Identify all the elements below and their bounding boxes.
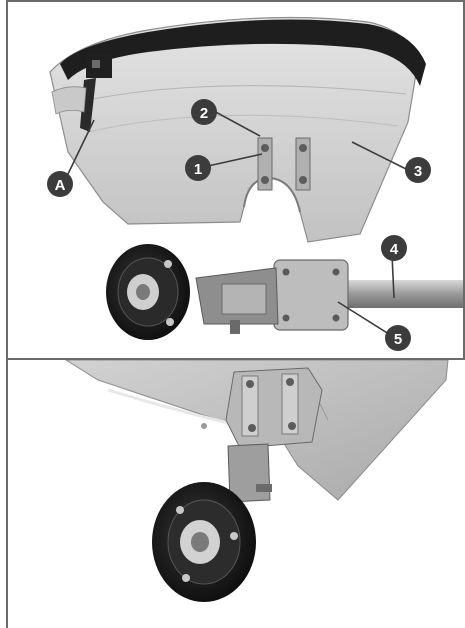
frame-right — [463, 0, 465, 360]
guard-clip — [51, 54, 112, 132]
svg-text:3: 3 — [414, 163, 422, 180]
guard-assembly-photo — [49, 16, 463, 340]
gear-head-lower — [227, 443, 272, 503]
gear-head — [195, 267, 279, 334]
svg-text:1: 1 — [194, 161, 202, 178]
cutting-disc — [106, 244, 190, 340]
callout-a: A — [47, 171, 73, 197]
bracket-assembly — [225, 367, 323, 449]
callout-3: 3 — [405, 157, 431, 183]
callout-4: 4 — [381, 235, 407, 261]
callout-2: 2 — [191, 99, 217, 125]
mounted-guard-photo — [65, 360, 449, 602]
callout-layer: A 1 2 3 4 5 — [47, 99, 431, 351]
frame-left — [6, 0, 8, 628]
svg-text:5: 5 — [394, 331, 402, 348]
cutting-disc-lower — [152, 482, 256, 602]
trimmer-guard — [49, 16, 426, 243]
drive-shaft — [338, 280, 463, 308]
section-divider — [6, 358, 465, 360]
callout-5: 5 — [385, 325, 411, 351]
svg-text:4: 4 — [390, 241, 399, 258]
leader-lines — [67, 109, 409, 337]
mounting-brackets — [257, 137, 311, 191]
svg-text:A: A — [55, 177, 66, 194]
frame-top — [6, 0, 465, 2]
svg-text:2: 2 — [200, 105, 208, 122]
callout-1: 1 — [185, 155, 211, 181]
